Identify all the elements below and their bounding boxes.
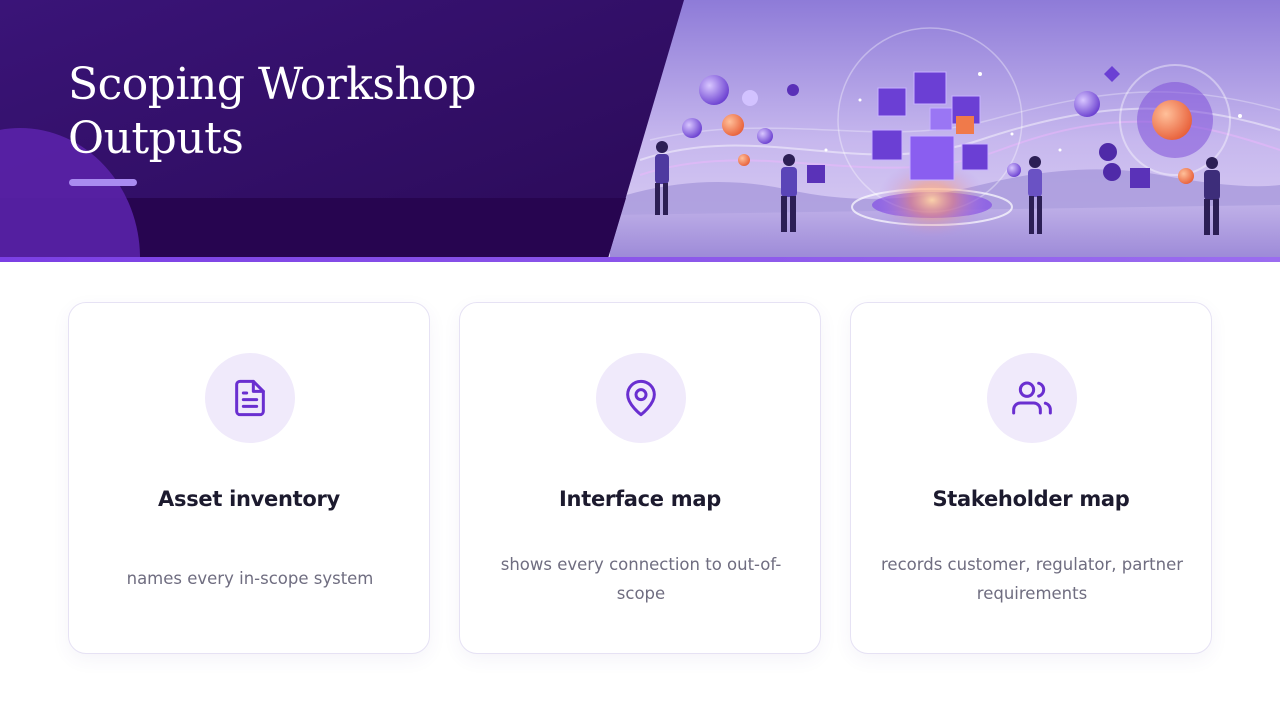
card-description: names every in-scope system [126, 569, 374, 588]
card-description: records customer, regulator, partner req… [881, 555, 1184, 603]
card-title: Asset inventory [158, 487, 340, 511]
card-description: shows every connection to out-of-scope [500, 555, 782, 603]
document-icon [235, 379, 265, 417]
page-title: Scoping Workshop Outputs [68, 58, 588, 166]
map-pin-icon [626, 379, 656, 417]
header-banner: Scoping Workshop Outputs [0, 0, 1280, 262]
card-title: Interface map [559, 487, 721, 511]
card-stakeholder-map: Stakeholder map records customer, regula… [850, 302, 1212, 654]
page-title-line-1: Scoping Workshop [68, 59, 477, 110]
title-underline [69, 179, 137, 186]
card-icon-badge [987, 353, 1077, 443]
card-interface-map: Interface map shows every connection to … [459, 302, 821, 654]
card-asset-inventory: Asset inventory names every in-scope sys… [68, 302, 430, 654]
page-title-line-2: Outputs [68, 113, 244, 164]
header-illustration [0, 0, 1280, 258]
card-title: Stakeholder map [932, 487, 1130, 511]
card-icon-badge [596, 353, 686, 443]
header-divider [0, 257, 1280, 262]
card-icon-badge [205, 353, 295, 443]
users-icon [1012, 381, 1052, 415]
